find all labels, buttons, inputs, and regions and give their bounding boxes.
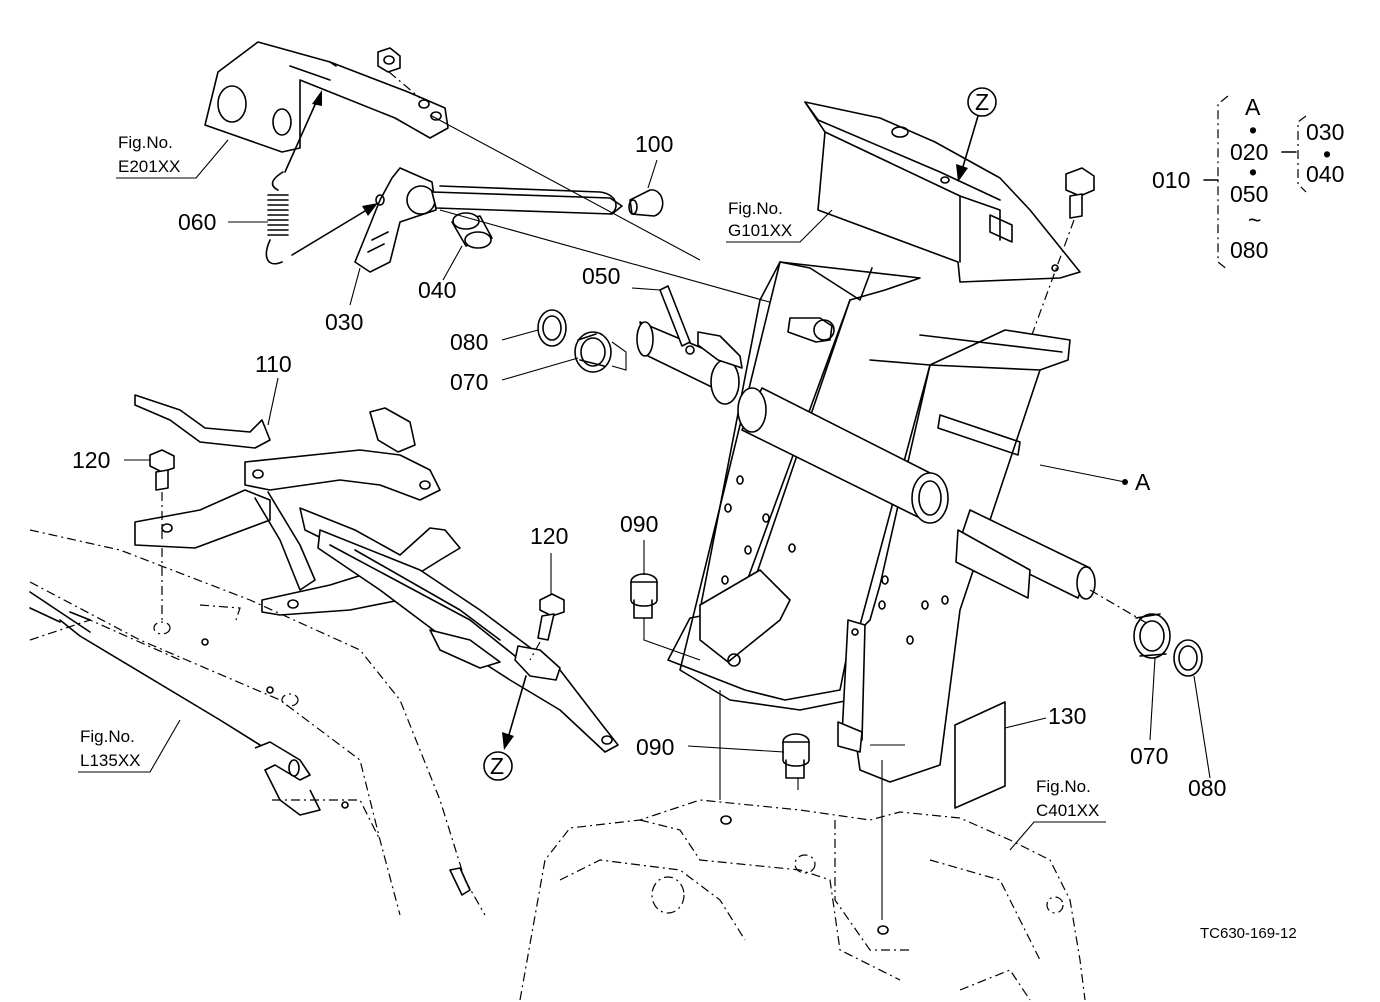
key-item: • (1249, 117, 1257, 143)
lower-frame-bracket (837, 619, 866, 753)
left-bracket-110 (134, 394, 461, 616)
transmission-case (519, 799, 1086, 1001)
ring-right (1173, 639, 1203, 677)
leader-lines (124, 159, 1211, 779)
nut-upper (377, 47, 421, 99)
stopper-upper (630, 573, 701, 661)
view-marker-z-top: Z (956, 87, 997, 182)
fig-ref-g101xx: Fig.No. G101XX (726, 199, 833, 243)
upper-plate (804, 101, 1081, 283)
fig-ref-label: Fig.No. (80, 727, 135, 746)
label-100: 100 (635, 131, 673, 157)
key-item: A (1245, 94, 1261, 120)
assembly-key: 010 A • 020 • 050 ~ 080 030 • 040 (1152, 94, 1344, 271)
label-120-center: 120 (530, 523, 568, 549)
spring (265, 171, 289, 265)
shaft-left (636, 321, 743, 405)
label-080-upper: 080 (450, 329, 488, 355)
key-item: 020 (1230, 139, 1268, 165)
fig-ref-code: C401XX (1036, 801, 1099, 820)
upper-lever-bracket (204, 41, 449, 153)
fig-ref-code: G101XX (728, 221, 792, 240)
label-110: 110 (255, 351, 292, 377)
linkage-arm (317, 529, 619, 753)
fig-ref-code: E201XX (118, 157, 180, 176)
bearing-upper (574, 331, 627, 373)
assembly-arrows (284, 90, 378, 256)
main-frame (667, 261, 1071, 783)
spring-pin (659, 285, 691, 347)
drawing-code: TC630-169-12 (1200, 925, 1297, 942)
fig-ref-label: Fig.No. (118, 133, 173, 152)
key-item: • (1249, 159, 1257, 185)
knob (628, 189, 664, 217)
fig-ref-e201xx: Fig.No. E201XX (116, 133, 229, 179)
fig-ref-c401xx: Fig.No. C401XX (1009, 777, 1106, 851)
ring-upper (537, 309, 567, 347)
label-070-right: 070 (1130, 743, 1168, 769)
small-bolt-frame (787, 317, 835, 343)
bolt-120-left (149, 449, 175, 620)
bolt-upper-right (1029, 167, 1095, 341)
bearing-right (1133, 613, 1171, 659)
shaft-right (955, 509, 1096, 600)
label-040: 040 (418, 277, 456, 303)
fig-ref-code: L135XX (80, 751, 141, 770)
view-marker-bottom-text: Z (490, 753, 504, 779)
key-item: ~ (1248, 207, 1261, 233)
label-070-upper: 070 (450, 369, 488, 395)
bracket-guide-line (429, 114, 701, 261)
fig-ref-label: Fig.No. (1036, 777, 1091, 796)
fig-ref-l135xx: Fig.No. L135XX (78, 719, 181, 773)
label-120-left: 120 (72, 447, 110, 473)
key-root: 010 (1152, 167, 1190, 193)
lever-arm (354, 167, 623, 273)
label-A: A (1135, 469, 1151, 495)
label-090-lower: 090 (636, 734, 674, 760)
label-080-right: 080 (1188, 775, 1226, 801)
fig-ref-label: Fig.No. (728, 199, 783, 218)
decal-plate (954, 701, 1006, 809)
label-030: 030 (325, 309, 363, 335)
view-marker-z-bottom: Z (483, 675, 527, 781)
label-050: 050 (582, 263, 620, 289)
key-sub: 040 (1306, 161, 1344, 187)
label-060: 060 (178, 209, 216, 235)
pivot-axis-line (439, 209, 781, 306)
bolt-120-center (529, 593, 565, 661)
label-090-upper: 090 (620, 511, 658, 537)
collar (451, 212, 493, 249)
label-130: 130 (1048, 703, 1086, 729)
key-item: 080 (1230, 237, 1268, 263)
chassis-frame (29, 529, 486, 916)
step-bracket (699, 569, 791, 667)
key-sub: • (1323, 141, 1331, 167)
view-marker-top-text: Z (975, 89, 989, 115)
shaft-axis-dash (1089, 589, 1151, 626)
key-item: 050 (1230, 181, 1268, 207)
stopper-lower (782, 733, 810, 790)
key-sub: 030 (1306, 119, 1344, 145)
